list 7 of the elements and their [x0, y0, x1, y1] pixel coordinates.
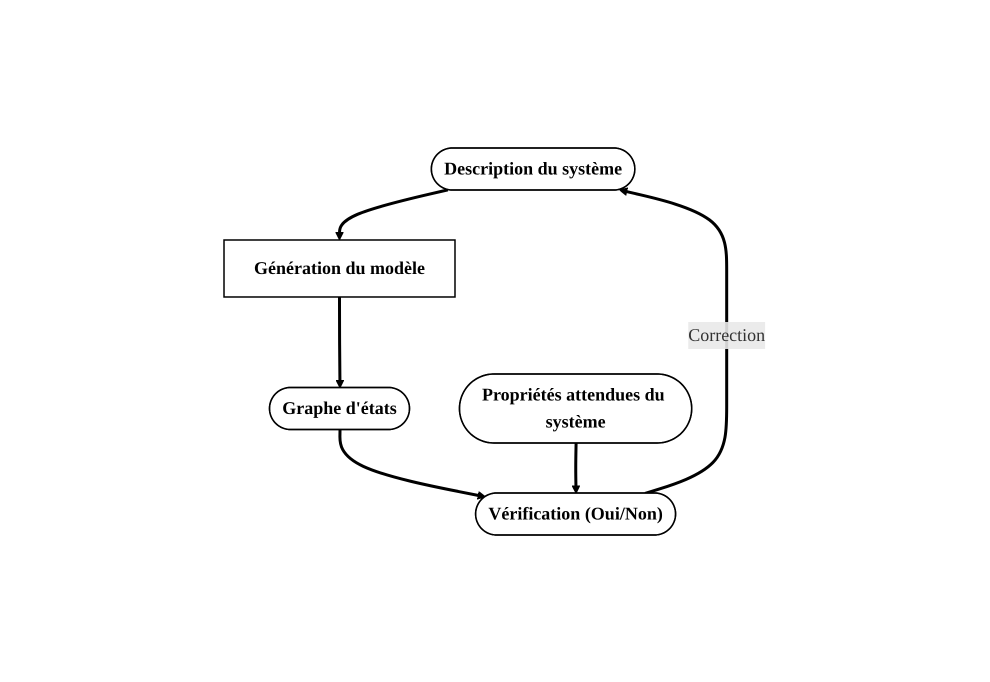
arrow: [338, 429, 486, 500]
node-box: Génération du modèle: [224, 238, 456, 298]
arrow: [336, 296, 345, 388]
arrow: [336, 188, 449, 240]
arrow: [572, 442, 581, 494]
arrow: [619, 186, 729, 494]
edge-label: Correction: [688, 324, 766, 344]
